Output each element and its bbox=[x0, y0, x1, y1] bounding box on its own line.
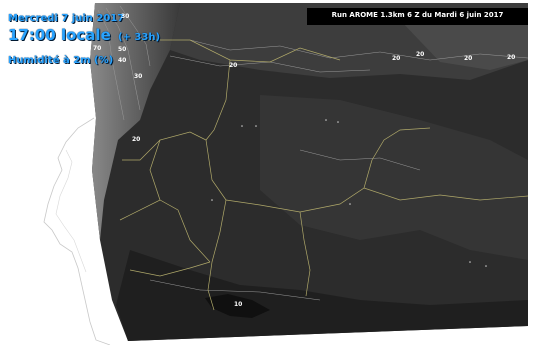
contour-lines bbox=[97, 5, 529, 301]
contour-label: 20 bbox=[464, 55, 473, 62]
land-outline-detail bbox=[55, 149, 87, 273]
mid-zone bbox=[260, 95, 528, 260]
contour-label: 20 bbox=[416, 51, 425, 58]
run-info-box: Run AROME 1.3km 6 Z du Mardi 6 juin 2017 bbox=[307, 8, 528, 25]
forecast-date: Mercredi 7 juin 2017 bbox=[8, 13, 125, 24]
contour-label: 30 bbox=[121, 13, 130, 20]
contour-label: 50 bbox=[118, 46, 127, 53]
very-dry-spot bbox=[205, 294, 270, 318]
lead-time: (+ 33h) bbox=[117, 32, 161, 43]
contour-label: 70 bbox=[93, 45, 102, 52]
eastern-lighter-zone bbox=[400, 10, 528, 70]
forecast-time: 17:00 locale (+ 33h) bbox=[8, 26, 160, 44]
coastline bbox=[43, 117, 111, 345]
contour-label: 20 bbox=[132, 136, 141, 143]
dark-south-zone bbox=[116, 250, 528, 341]
run-info-label: Run AROME 1.3km 6 Z du Mardi 6 juin 2017 bbox=[331, 11, 504, 19]
contour-label: 20 bbox=[392, 55, 401, 62]
region-borders bbox=[119, 39, 529, 311]
contour-label: 40 bbox=[118, 57, 127, 64]
contour-label: 20 bbox=[229, 62, 238, 69]
city-dots bbox=[211, 119, 487, 267]
local-time: 17:00 locale bbox=[8, 26, 111, 44]
contour-label: 30 bbox=[134, 73, 143, 80]
contour-label: 10 bbox=[234, 301, 243, 308]
contour-label: 20 bbox=[507, 54, 516, 61]
variable-label: Humidité à 2m (%) bbox=[8, 55, 114, 66]
